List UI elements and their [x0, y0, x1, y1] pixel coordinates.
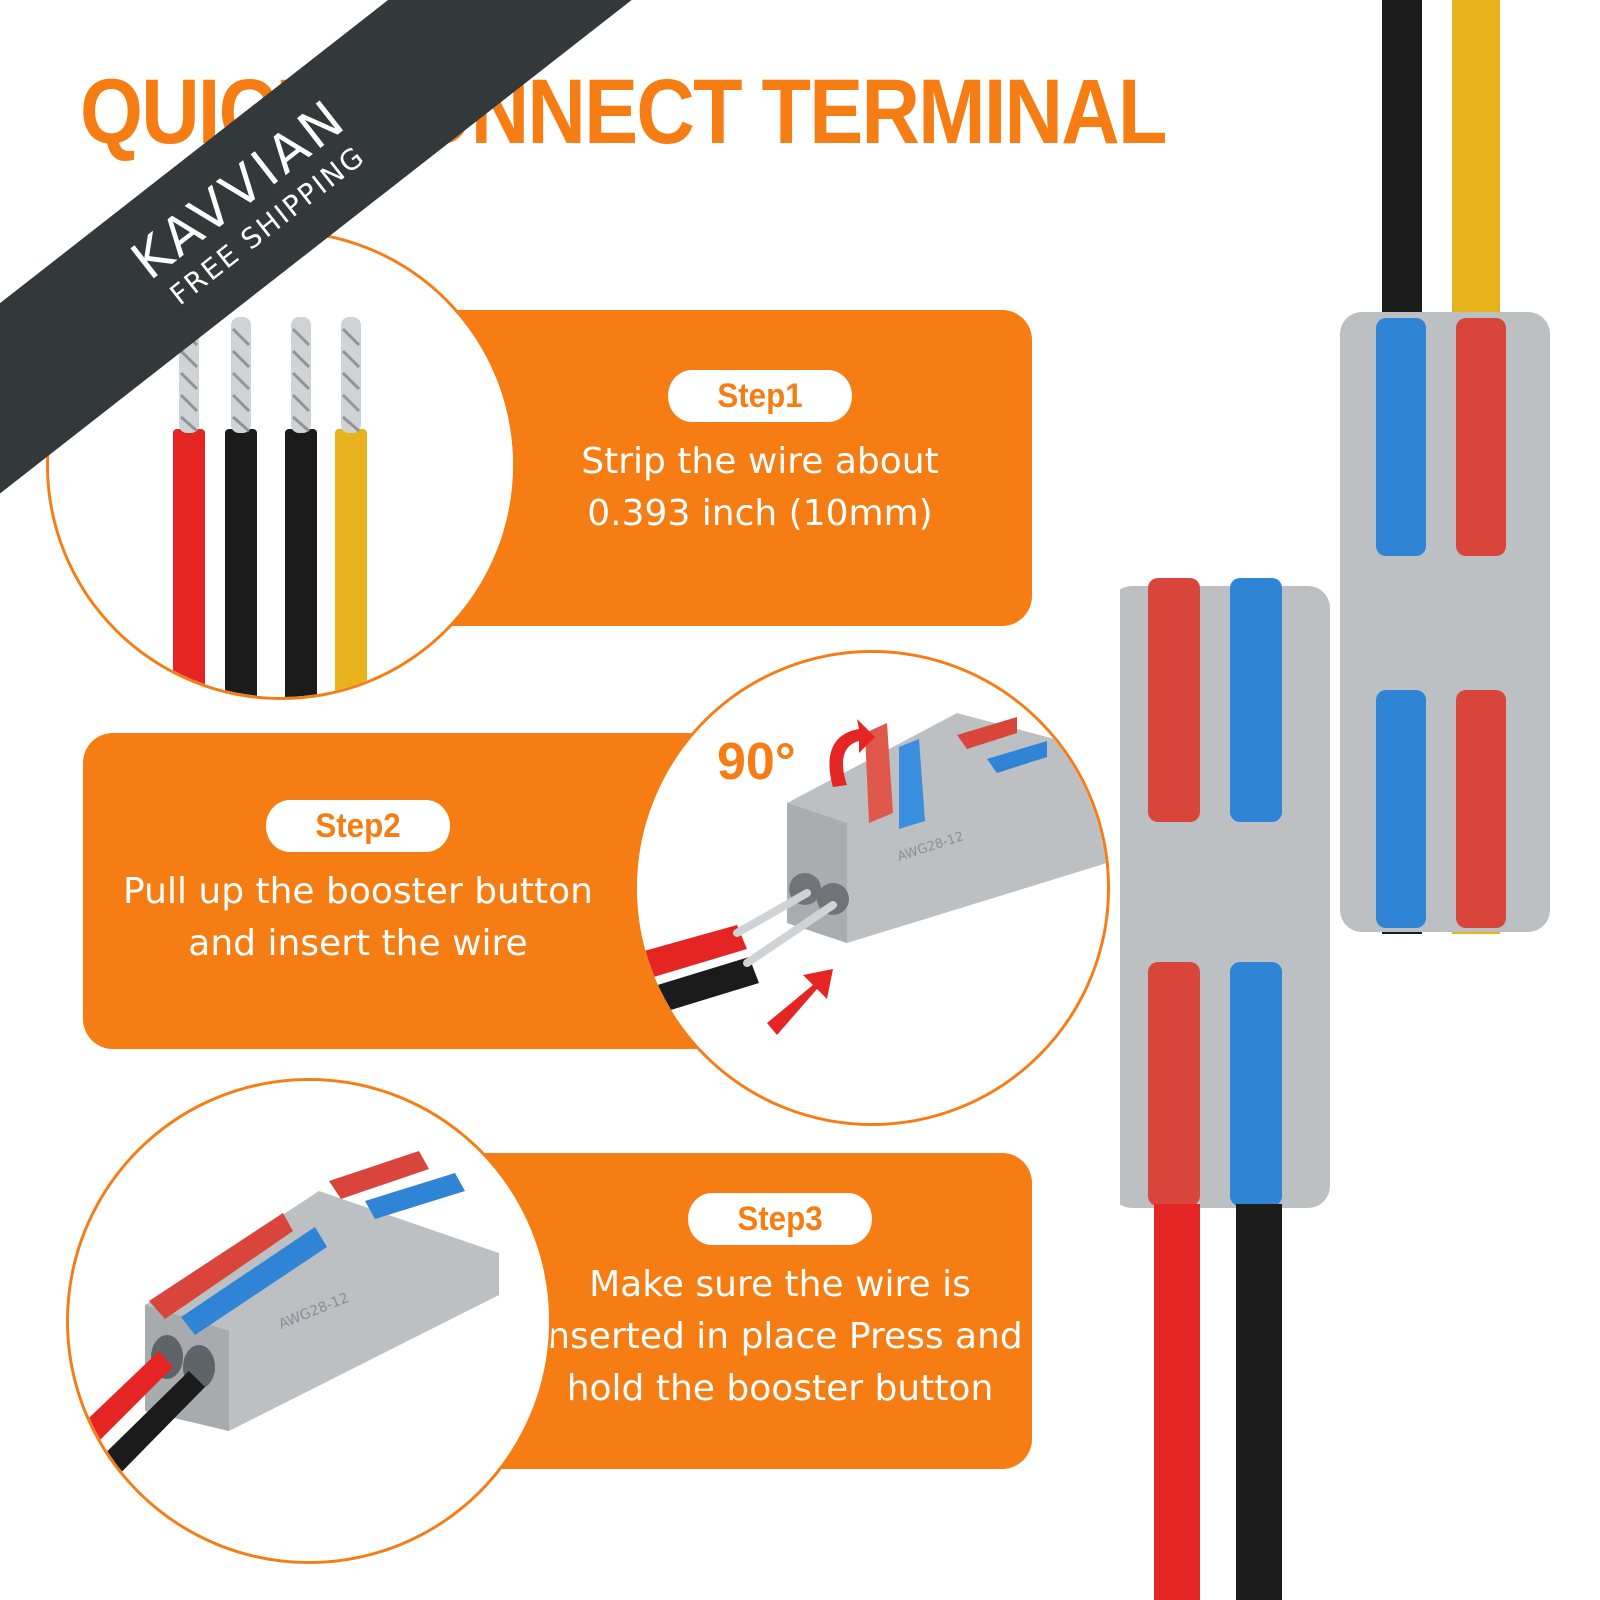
inserted-connector-illustration: AWG28-12: [69, 1081, 549, 1561]
wire-black-1: [225, 317, 257, 697]
step2-card: [83, 733, 723, 1049]
curved-arrow-icon: [829, 719, 875, 787]
step2-badge: Step2: [266, 800, 450, 852]
insert-arrow-icon: [767, 969, 833, 1035]
connected-terminals-illustration: [1120, 0, 1550, 1600]
step3-badge: Step3: [688, 1193, 872, 1245]
step3-content: Step3 Make sure the wire is inserted in …: [530, 1193, 1030, 1415]
step1-description: Strip the wire about 0.393 inch (10mm): [581, 441, 939, 534]
step1-badge: Step1: [668, 370, 852, 422]
step1-content: Step1 Strip the wire about 0.393 inch (1…: [530, 370, 990, 540]
angle-label: 90°: [717, 733, 796, 791]
incoming-wires: [637, 889, 837, 1013]
step3-description: Make sure the wire is inserted in place …: [537, 1264, 1023, 1409]
connected-terminals-photo: [1120, 0, 1600, 1600]
inserted-connector-photo: AWG28-12: [66, 1078, 552, 1564]
insert-wire-photo: 90° AWG28-12: [634, 650, 1110, 1126]
step1-card: [420, 310, 1032, 626]
step2-content: Step2 Pull up the booster button and ins…: [98, 800, 618, 970]
insert-wire-illustration: 90° AWG28-12: [637, 653, 1107, 1123]
back-connector: [1340, 312, 1550, 932]
levers: [865, 723, 925, 829]
step2-description: Pull up the booster button and insert th…: [123, 871, 593, 964]
bottom-wires: [1154, 1204, 1282, 1600]
wire-black-2: [285, 317, 317, 697]
front-connector: [1120, 578, 1330, 1208]
top-wires: [1382, 0, 1500, 934]
wire-yellow: [335, 317, 367, 697]
connector-body-3: [145, 1151, 499, 1431]
